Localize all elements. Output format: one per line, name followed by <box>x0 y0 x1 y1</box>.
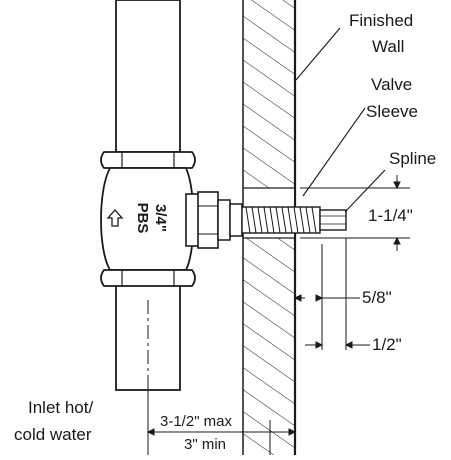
body-marking-type: PBS <box>134 203 151 234</box>
bonnet-hex <box>197 191 219 249</box>
body-marking-size: 3/4" <box>152 204 169 232</box>
label-sleeve: Sleeve <box>366 102 418 121</box>
labels: Finished Wall Valve Sleeve Spline 1-1/4"… <box>14 11 436 453</box>
spline-leader <box>344 169 386 213</box>
lower-hex-nut <box>100 269 196 287</box>
spline-tip <box>319 209 347 231</box>
label-dim-1-1-4: 1-1/4" <box>368 206 413 225</box>
label-inlet-line2: cold water <box>14 425 92 444</box>
leader-lines <box>295 27 386 213</box>
stem-collar <box>217 199 231 241</box>
label-dim-max: 3-1/2" max <box>160 413 233 430</box>
stem-threads <box>245 206 317 234</box>
stem-assembly <box>185 191 347 249</box>
label-dim-5-8: 5/8" <box>362 288 392 307</box>
dimension-lines <box>146 175 410 455</box>
stem-nut <box>229 203 243 237</box>
valve-body: 3/4" PBS <box>100 151 196 287</box>
label-inlet-line1: Inlet hot/ <box>28 398 93 417</box>
label-dim-1-2: 1/2" <box>372 335 402 354</box>
label-wall: Wall <box>372 37 404 56</box>
flow-direction-arrow-icon <box>106 209 124 227</box>
finished-wall-leader <box>295 27 341 81</box>
upper-hex-nut <box>100 151 196 169</box>
lower-pipe <box>115 284 181 391</box>
upper-pipe <box>115 0 181 153</box>
label-finished: Finished <box>349 11 413 30</box>
label-spline: Spline <box>389 149 436 168</box>
valve-sleeve-leader <box>302 107 366 197</box>
label-dim-min: 3" min <box>184 436 226 453</box>
label-valve: Valve <box>371 75 412 94</box>
